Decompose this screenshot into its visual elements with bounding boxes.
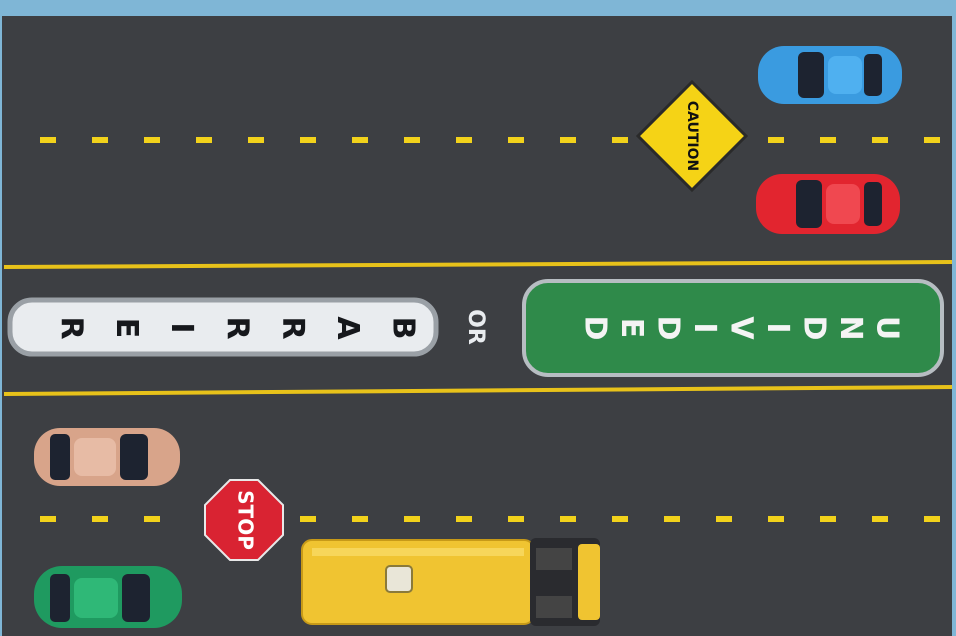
undivided-letter-4: V (724, 316, 759, 340)
undivided-letter-2: D (797, 316, 832, 341)
barrier-letter-6: R (54, 316, 89, 339)
top-dash-4 (248, 137, 264, 143)
bottom-dash-12 (768, 516, 784, 522)
top-dash-11 (612, 137, 628, 143)
bottom-dash-4 (352, 516, 368, 522)
bottom-dash-7 (508, 516, 524, 522)
barrier-letter-4: I (164, 322, 199, 333)
barrier-letter-3: R (220, 316, 255, 339)
blue-car (758, 46, 902, 104)
bottom-dash-13 (820, 516, 836, 522)
bottom-dash-9 (612, 516, 628, 522)
top-dash-2 (144, 137, 160, 143)
bottom-dash-0 (40, 516, 56, 522)
top-dash-10 (560, 137, 576, 143)
top-dash-0 (40, 137, 56, 143)
red-car (756, 174, 900, 234)
top-dash-14 (872, 137, 888, 143)
undivided-letter-3: I (760, 322, 795, 333)
caution-sign-text: CAUTION (684, 101, 700, 171)
undivided-letter-6: D (651, 316, 686, 341)
undivided-letter-7: E (614, 318, 649, 339)
bottom-dash-3 (300, 516, 316, 522)
barrier-letter-0: B (386, 317, 421, 340)
barrier-letter-1: A (330, 316, 365, 340)
stop-sign: STOP (205, 480, 283, 560)
school-bus (302, 538, 600, 626)
barrier-letter-5: E (109, 318, 144, 339)
barrier-letter-2: R (275, 316, 310, 339)
tan-car (34, 428, 180, 486)
top-dash-9 (508, 137, 524, 143)
or-text: OR (463, 309, 488, 345)
bottom-dash-14 (872, 516, 888, 522)
bottom-dash-15 (924, 516, 940, 522)
stop-sign-text: STOP (234, 490, 258, 550)
bottom-dash-2 (144, 516, 160, 522)
undivided-letter-5: I (687, 322, 722, 333)
undivided-letter-8: D (578, 316, 613, 341)
undivided-letter-0: U (870, 316, 905, 340)
top-dash-6 (352, 137, 368, 143)
bottom-dash-5 (404, 516, 420, 522)
bottom-dash-10 (664, 516, 680, 522)
green-car (34, 566, 182, 628)
bottom-dash-6 (456, 516, 472, 522)
top-dash-3 (196, 137, 212, 143)
bottom-dash-1 (92, 516, 108, 522)
top-dash-15 (924, 137, 940, 143)
top-dash-7 (404, 137, 420, 143)
top-dash-8 (456, 137, 472, 143)
top-dash-13 (820, 137, 836, 143)
top-dash-1 (92, 137, 108, 143)
top-dash-5 (300, 137, 316, 143)
top-dash-12 (768, 137, 784, 143)
bottom-dash-8 (560, 516, 576, 522)
bottom-dash-11 (716, 516, 732, 522)
undivided-letter-1: N (833, 315, 868, 340)
